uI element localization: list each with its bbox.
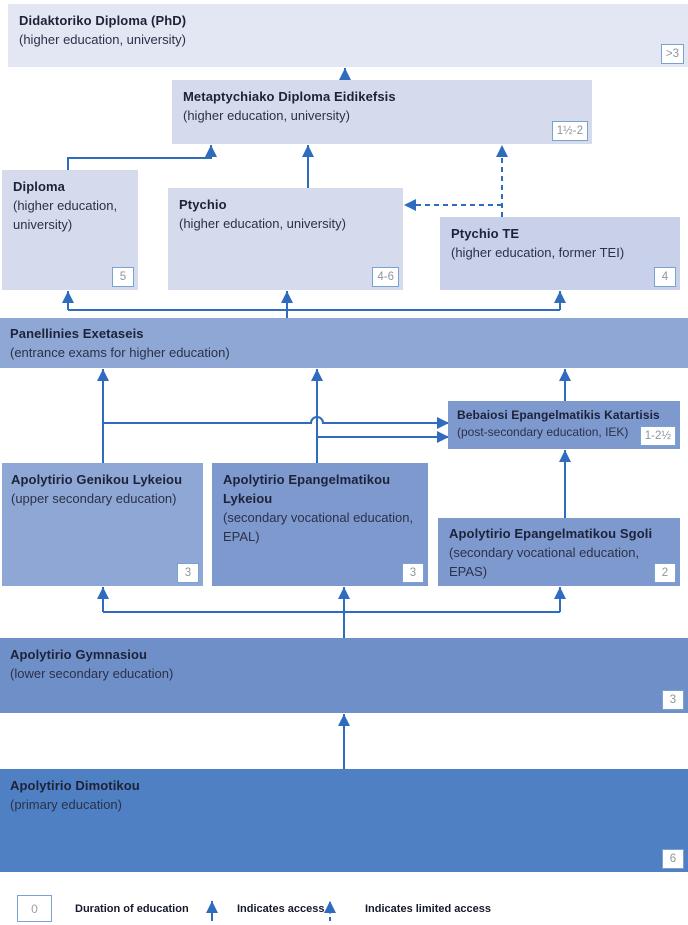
node-apolytirio-genikou-lykeiou: Apolytirio Genikou Lykeiou (upper second… bbox=[2, 463, 203, 586]
node-bebaiosi-iek: Bebaiosi Epangelmatikis Katartisis (post… bbox=[448, 401, 680, 449]
node-title: Bebaiosi Epangelmatikis Katartisis bbox=[457, 408, 660, 422]
node-apolytirio-dimotikou: Apolytirio Dimotikou (primary education)… bbox=[0, 769, 688, 872]
duration-badge: 1½-2 bbox=[551, 121, 588, 141]
node-subtitle: (primary education) bbox=[10, 797, 122, 812]
node-title: Apolytirio Epangelmatikou Sgoli bbox=[449, 526, 653, 541]
node-subtitle: (higher education, university) bbox=[19, 32, 186, 47]
node-subtitle: (higher education, university) bbox=[13, 198, 118, 232]
node-subtitle: (upper secondary education) bbox=[11, 491, 177, 506]
node-title: Diploma bbox=[13, 179, 65, 194]
node-title: Apolytirio Gymnasiou bbox=[10, 647, 148, 662]
node-subtitle: (entrance exams for higher education) bbox=[10, 345, 230, 360]
node-apolytirio-gymnasiou: Apolytirio Gymnasiou (lower secondary ed… bbox=[0, 638, 688, 713]
node-apolytirio-epal: Apolytirio Epangelmatikou Lykeiou (secon… bbox=[212, 463, 428, 586]
legend-limited-access-label: Indicates limited access bbox=[365, 903, 491, 915]
node-title: Apolytirio Genikou Lykeiou bbox=[11, 472, 183, 487]
arrow-geniko-to-iek bbox=[103, 416, 449, 429]
node-title: Apolytirio Epangelmatikou Lykeiou bbox=[223, 472, 391, 506]
duration-badge: 4 bbox=[654, 267, 676, 287]
node-panellinies-exetaseis: Panellinies Exetaseis (entrance exams fo… bbox=[0, 318, 688, 368]
node-subtitle: (higher education, former TEI) bbox=[451, 245, 625, 260]
duration-badge: 5 bbox=[112, 267, 134, 287]
node-apolytirio-epas: Apolytirio Epangelmatikou Sgoli (seconda… bbox=[438, 518, 680, 586]
node-didaktoriko-diploma: Didaktoriko Diploma (PhD) (higher educat… bbox=[8, 4, 688, 67]
node-ptychio: Ptychio (higher education, university) 4… bbox=[168, 188, 403, 290]
node-subtitle: (secondary vocational education, EPAS) bbox=[449, 545, 640, 579]
node-title: Didaktoriko Diploma (PhD) bbox=[19, 13, 187, 28]
duration-badge: 6 bbox=[662, 849, 684, 869]
node-subtitle: (post-secondary education, IEK) bbox=[457, 425, 629, 439]
node-subtitle: (higher education, university) bbox=[183, 108, 350, 123]
duration-badge: 2 bbox=[654, 563, 676, 583]
legend-duration-sample-box: 0 bbox=[17, 895, 52, 922]
duration-badge: 3 bbox=[402, 563, 424, 583]
node-metaptychiako-diploma: Metaptychiako Diploma Eidikefsis (higher… bbox=[172, 80, 592, 144]
node-title: Ptychio bbox=[179, 197, 227, 212]
node-ptychio-te: Ptychio TE (higher education, former TEI… bbox=[440, 217, 680, 290]
node-subtitle: (higher education, university) bbox=[179, 216, 346, 231]
legend-duration-label: Duration of education bbox=[75, 903, 189, 915]
node-title: Apolytirio Dimotikou bbox=[10, 778, 140, 793]
duration-badge: >3 bbox=[660, 44, 684, 64]
arrow-diploma-to-masters bbox=[67, 145, 217, 170]
duration-badge: 4-6 bbox=[372, 267, 399, 287]
duration-badge: 3 bbox=[177, 563, 199, 583]
node-subtitle: (secondary vocational education, EPAL) bbox=[223, 510, 414, 544]
duration-badge: 1-2½ bbox=[639, 426, 676, 446]
node-subtitle: (lower secondary education) bbox=[10, 666, 174, 681]
node-title: Panellinies Exetaseis bbox=[10, 326, 144, 341]
legend-access-label: Indicates access bbox=[237, 903, 325, 915]
node-title: Ptychio TE bbox=[451, 226, 520, 241]
node-diploma: Diploma (higher education, university) 5 bbox=[2, 170, 138, 290]
node-title: Metaptychiako Diploma Eidikefsis bbox=[183, 89, 396, 104]
duration-badge: 3 bbox=[662, 690, 684, 710]
